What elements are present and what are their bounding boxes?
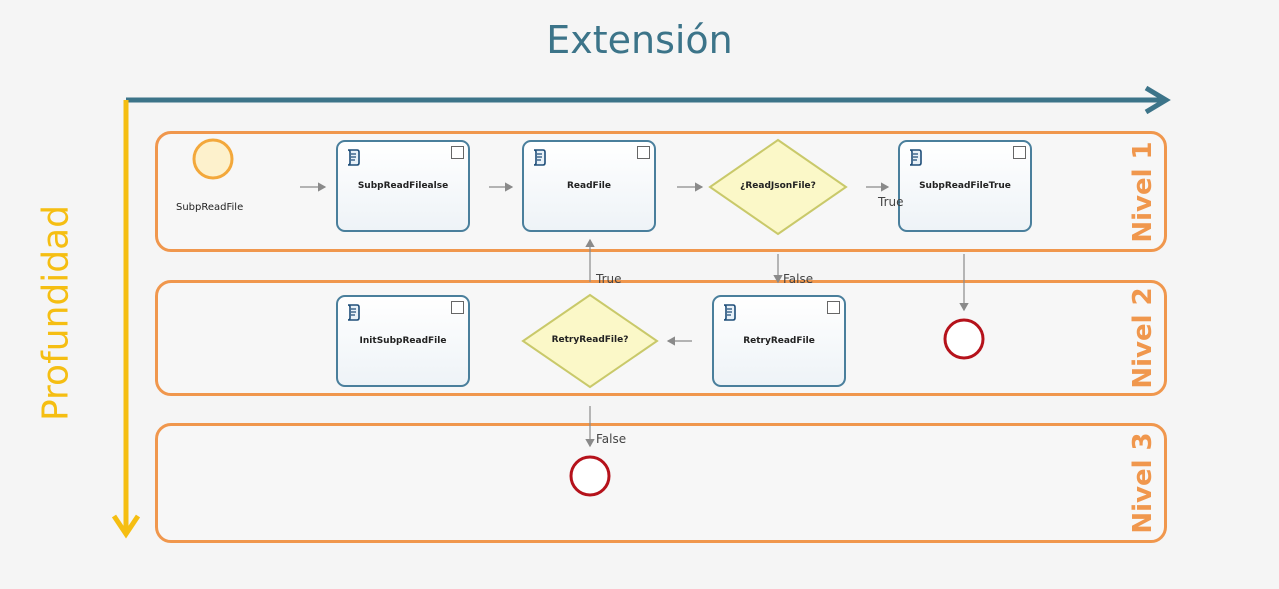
task-label: RetryReadFile <box>743 336 815 346</box>
task-checkbox[interactable] <box>1013 146 1026 159</box>
script-icon <box>347 304 360 321</box>
flow-label-true: True <box>596 272 622 286</box>
start-event-label: SubpReadFile <box>176 202 244 213</box>
lane-nivel-3: Nivel 3 <box>155 423 1167 543</box>
task-label: SubpReadFilealse <box>357 181 449 191</box>
task-checkbox[interactable] <box>451 301 464 314</box>
horizontal-axis-arrowhead <box>1144 85 1171 115</box>
task-subp-read-file-false[interactable]: SubpReadFilealse <box>336 140 470 232</box>
gateway-read-json-file-label: ¿ReadJsonFile? <box>740 181 816 191</box>
flow-label-false: False <box>596 432 627 446</box>
lane-label: Nivel 2 <box>1128 287 1158 389</box>
task-label: ReadFile <box>567 181 611 191</box>
flow-label-true: True <box>878 195 904 209</box>
flow-label-false: False <box>783 272 814 286</box>
vertical-axis-arrowhead <box>111 514 141 539</box>
script-icon <box>909 149 922 166</box>
task-checkbox[interactable] <box>451 146 464 159</box>
vertical-axis-title: Profundidad <box>35 204 77 422</box>
task-label: InitSubpReadFile <box>359 336 447 346</box>
script-icon <box>347 149 360 166</box>
lane-label: Nivel 3 <box>1128 432 1158 534</box>
lane-label: Nivel 1 <box>1128 140 1158 243</box>
task-checkbox[interactable] <box>827 301 840 314</box>
task-init-subp-read-file[interactable]: InitSubpReadFile <box>336 295 470 387</box>
task-read-file[interactable]: ReadFile <box>522 140 656 232</box>
task-checkbox[interactable] <box>637 146 650 159</box>
gateway-retry-read-file-label: RetryReadFile? <box>551 335 629 345</box>
script-icon <box>533 149 546 166</box>
task-retry-read-file[interactable]: RetryReadFile <box>712 295 846 387</box>
lane-nivel-2: Nivel 2 <box>155 280 1167 396</box>
task-subp-read-file-true[interactable]: SubpReadFileTrue <box>898 140 1032 232</box>
task-label: SubpReadFileTrue <box>919 181 1011 191</box>
script-icon <box>723 304 736 321</box>
horizontal-axis-title: Extensión <box>546 18 733 62</box>
